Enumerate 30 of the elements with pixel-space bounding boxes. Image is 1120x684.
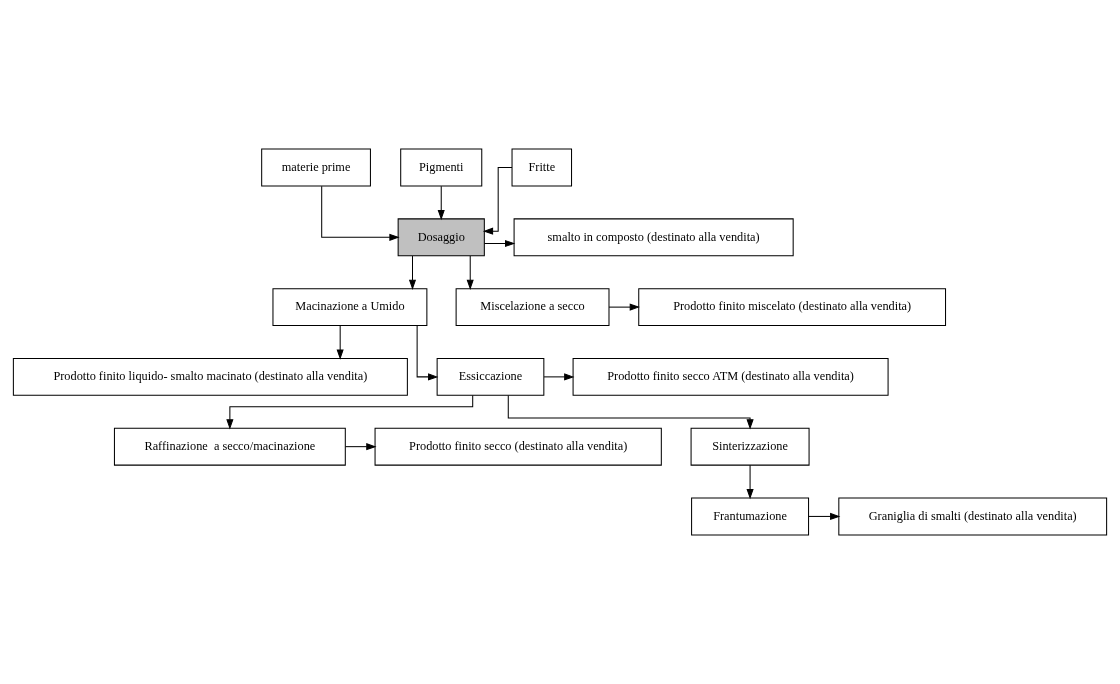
arrow — [746, 464, 754, 500]
node-box: Essiccazione — [436, 357, 545, 396]
node-box: Prodotto finito miscelato (destinato alla vendita) — [638, 288, 947, 327]
arrow — [416, 325, 439, 381]
node-box: Prodotto finito liquido- smalto macinato (destinato alla vendita) — [12, 357, 408, 396]
arrow — [608, 303, 640, 311]
arrow — [466, 255, 474, 290]
arrow — [437, 185, 445, 221]
node-box: Frantumazione — [691, 497, 810, 536]
node-box: Macinazione a Umido — [272, 288, 428, 327]
arrow — [507, 394, 754, 430]
arrow — [226, 395, 474, 430]
node-box: Dosaggio — [397, 218, 485, 257]
node-box: Prodotto finito secco (destinato alla vendita) — [374, 427, 662, 466]
node-box: Pigmenti — [400, 148, 483, 187]
node-box: Prodotto finito secco ATM (destinato alla vendita) — [572, 357, 889, 396]
arrow — [321, 185, 400, 241]
node-box: Raffinazione a secco/macinazione — [113, 427, 346, 466]
node-box: smalto in composto (destinato alla vendita) — [513, 218, 794, 257]
arrow — [543, 373, 575, 381]
node-box: materie prime — [261, 148, 371, 187]
arrow — [408, 255, 417, 290]
node-box: Sinterizzazione — [690, 427, 810, 466]
node-box: Miscelazione a secco — [455, 288, 610, 327]
node-box: Fritte — [511, 148, 573, 187]
node-box: Graniglia di smalti (destinato alla vendita) — [838, 497, 1108, 536]
arrow — [808, 512, 841, 521]
arrow — [344, 443, 377, 451]
arrow — [336, 325, 344, 360]
arrow — [483, 239, 516, 248]
